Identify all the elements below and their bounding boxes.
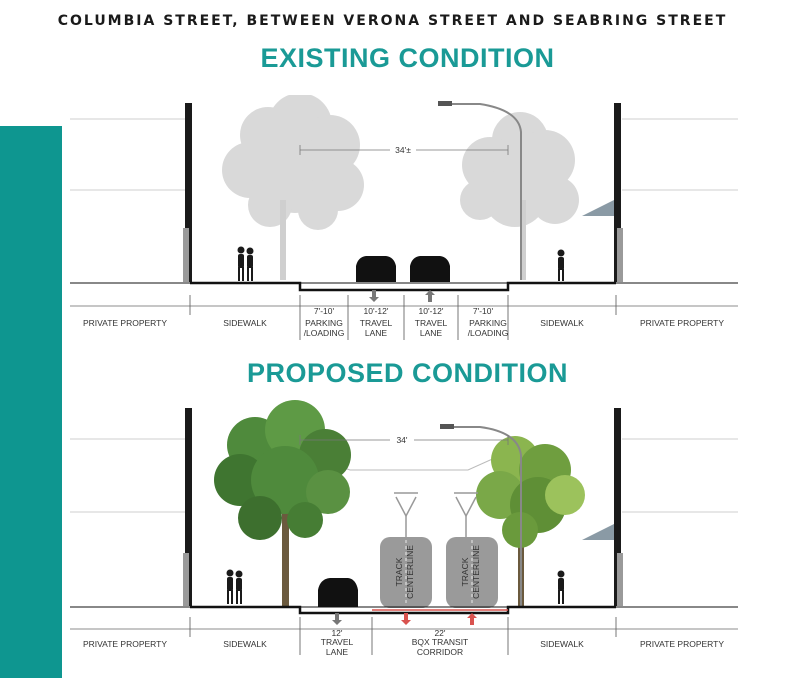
pantograph-left bbox=[394, 492, 418, 537]
right-building-base-proposed bbox=[617, 553, 623, 606]
zone-private-property-right: PRIVATE PROPERTY bbox=[640, 318, 724, 328]
zone-travel-left-2: LANE bbox=[365, 328, 388, 338]
dim-travel-left: 10'-12' bbox=[364, 306, 389, 316]
street-lamp-proposed bbox=[440, 424, 522, 606]
car-proposed bbox=[318, 578, 358, 607]
zone-private-property-left: PRIVATE PROPERTY bbox=[83, 318, 167, 328]
right-building-base bbox=[617, 228, 623, 282]
street-profile bbox=[190, 281, 616, 292]
zone-private-property-right-proposed: PRIVATE PROPERTY bbox=[640, 639, 724, 649]
left-building-facade bbox=[185, 103, 192, 282]
tree-right-faded bbox=[460, 112, 579, 280]
width-dimension-label: 34'± bbox=[395, 145, 411, 155]
transit-arrow-down bbox=[401, 613, 411, 625]
width-dimension-proposed bbox=[299, 435, 509, 445]
zone-travel-right-1: TRAVEL bbox=[415, 318, 448, 328]
zone-travel-proposed-1: TRAVEL bbox=[321, 637, 354, 647]
dim-travel-right: 10'-12' bbox=[419, 306, 444, 316]
track-label-right-1: TRACK bbox=[460, 557, 470, 586]
tree-left-faded bbox=[222, 95, 364, 280]
zone-bqx-corridor-1: BQX TRANSIT bbox=[412, 637, 469, 647]
dim-parking-left: 7'-10' bbox=[314, 306, 335, 316]
right-building-facade-proposed bbox=[614, 408, 621, 606]
awning-proposed bbox=[582, 524, 614, 540]
track-label-right-2: CENTERLINE bbox=[471, 545, 481, 599]
width-dimension-label-proposed: 34' bbox=[396, 435, 407, 445]
zone-parking-right-2: /LOADING bbox=[468, 328, 509, 338]
dim-parking-right: 7'-10' bbox=[473, 306, 494, 316]
left-building-base bbox=[183, 228, 189, 282]
left-building-lines bbox=[70, 118, 185, 191]
page-title: COLUMBIA STREET, BETWEEN VERONA STREET A… bbox=[57, 13, 728, 29]
proposed-cross-section: 34' TRACK CENTERLINE TRACK CENTERLINE bbox=[70, 400, 738, 657]
zone-sidewalk-right-proposed: SIDEWALK bbox=[540, 639, 584, 649]
left-building-facade-proposed bbox=[185, 408, 192, 606]
width-dimension bbox=[299, 145, 509, 155]
right-building-facade bbox=[614, 103, 621, 282]
left-building-lines-proposed bbox=[70, 438, 185, 513]
right-building-lines-proposed bbox=[622, 438, 738, 513]
zone-travel-proposed-2: LANE bbox=[326, 647, 349, 657]
track-label-left-1: TRACK bbox=[394, 557, 404, 586]
awning bbox=[582, 200, 614, 216]
tree-left-green bbox=[214, 400, 351, 606]
tree-right-green bbox=[476, 436, 585, 606]
right-building-lines bbox=[622, 118, 738, 191]
existing-cross-section: 34'± 7'-10' 10'-12' 10'-12' 7'-10' PRIVA… bbox=[70, 95, 738, 340]
lane-arrow-up bbox=[425, 290, 435, 302]
dim-transit-proposed: 22' bbox=[434, 628, 445, 638]
zone-sidewalk-left-proposed: SIDEWALK bbox=[223, 639, 267, 649]
zone-parking-right-1: PARKING bbox=[469, 318, 507, 328]
zone-dividers-proposed bbox=[189, 617, 617, 655]
pedestrians-left bbox=[237, 246, 254, 281]
track-label-left-2: CENTERLINE bbox=[405, 545, 415, 599]
zone-parking-left-2: /LOADING bbox=[304, 328, 345, 338]
teal-accent-bar bbox=[0, 126, 62, 678]
pedestrian-right-proposed bbox=[557, 570, 565, 604]
zone-sidewalk-right: SIDEWALK bbox=[540, 318, 584, 328]
pedestrians-left-proposed bbox=[226, 569, 243, 604]
pedestrian-right bbox=[557, 249, 565, 281]
pantograph-right bbox=[454, 492, 478, 537]
transit-arrow-up bbox=[467, 613, 477, 625]
zone-bqx-corridor-2: CORRIDOR bbox=[417, 647, 463, 657]
left-building-base-proposed bbox=[183, 553, 189, 606]
street-lamp bbox=[438, 101, 522, 280]
zone-dividers bbox=[189, 295, 617, 340]
proposed-condition-heading: PROPOSED CONDITION bbox=[246, 358, 569, 388]
zone-travel-left-1: TRAVEL bbox=[360, 318, 393, 328]
lane-arrow-down-proposed bbox=[332, 613, 342, 625]
lane-arrow-down bbox=[369, 290, 379, 302]
car-right bbox=[410, 256, 450, 282]
existing-condition-heading: EXISTING CONDITION bbox=[260, 43, 555, 73]
zone-private-property-left-proposed: PRIVATE PROPERTY bbox=[83, 639, 167, 649]
zone-travel-right-2: LANE bbox=[420, 328, 443, 338]
dim-travel-proposed: 12' bbox=[331, 628, 342, 638]
zone-sidewalk-left: SIDEWALK bbox=[223, 318, 267, 328]
car-left bbox=[356, 256, 396, 282]
zone-parking-left-1: PARKING bbox=[305, 318, 343, 328]
